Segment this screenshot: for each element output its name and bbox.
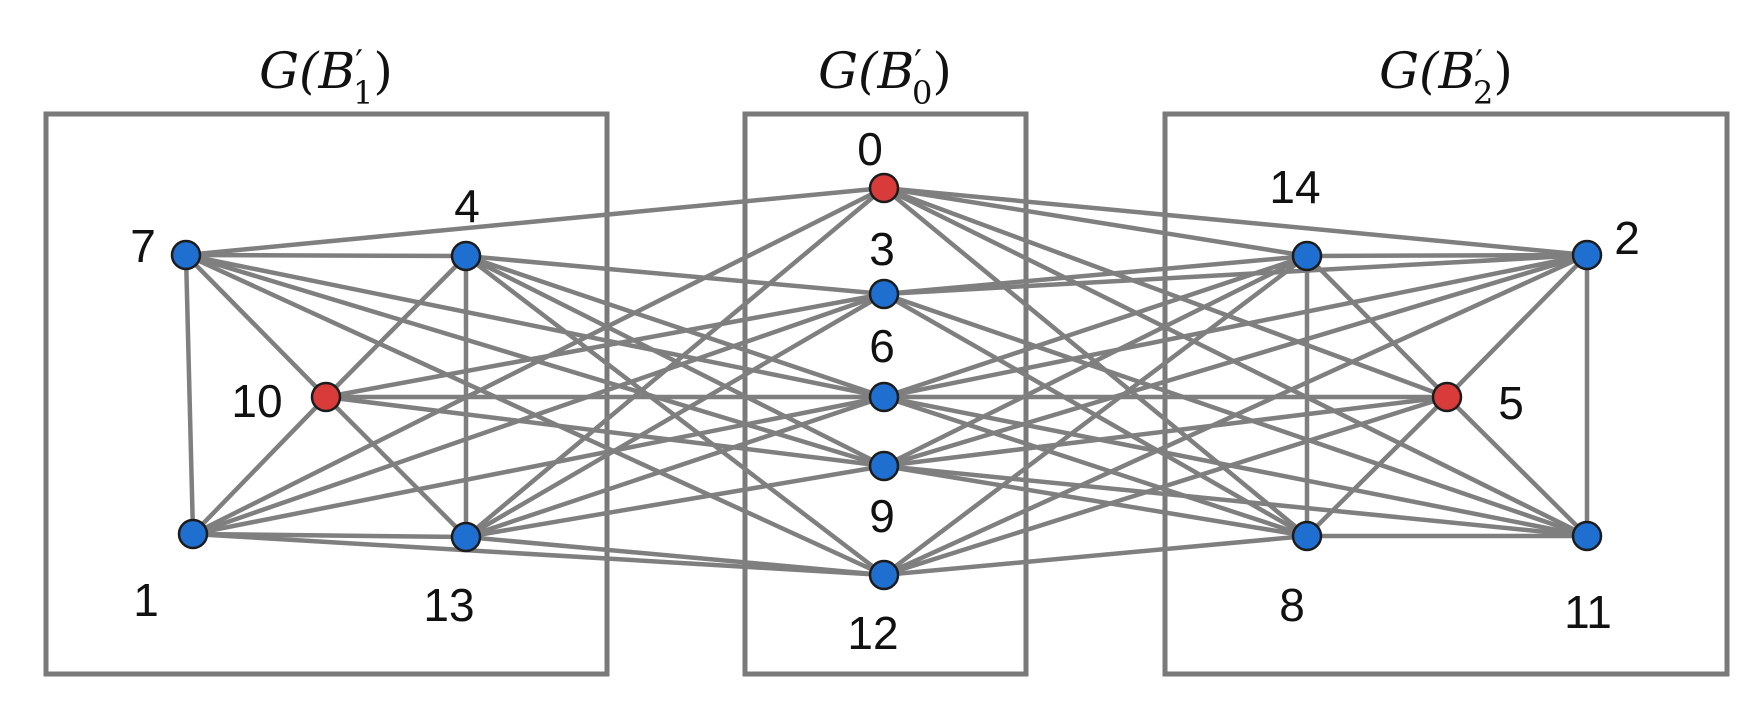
edge-14-2 [1304,252,1590,259]
node-11 [1571,520,1603,552]
node-5 [1431,381,1463,413]
node-label-4: 4 [454,180,480,232]
group-title-b0: G(B′0) [818,42,952,112]
node-label-13: 13 [423,579,474,631]
edge-7-0 [183,185,887,258]
node-label-8: 8 [1279,579,1305,631]
group-title-close: ) [373,42,393,100]
node-label-1: 1 [133,574,159,626]
group-title-close: ) [932,42,952,100]
edge-6-14 [881,253,1310,400]
edge-12-2 [881,252,1590,578]
group-title-prime: ′ [1475,43,1483,83]
edge-7-1 [183,252,196,537]
node-label-11: 11 [1564,586,1612,638]
edge-10-9 [323,394,887,469]
node-label-10: 10 [231,375,282,427]
group-box-b1 [43,111,610,677]
group-title-close: ) [1493,42,1513,100]
group-title-sub: 0 [912,74,932,112]
edge-14-5 [1304,253,1450,400]
group-title-base: G(B [259,42,355,100]
edges-layer [183,185,1590,578]
group-title-sub: 1 [353,74,373,112]
group-title-base: G(B [1379,42,1475,100]
edge-13-0 [463,185,887,540]
edge-2-5 [1444,252,1590,400]
edge-12-5 [881,394,1450,578]
edge-9-11 [881,463,1590,539]
edge-1-10 [190,394,329,537]
edge-6-11 [881,394,1590,539]
edge-4-10 [323,253,469,400]
group-title-prime: ′ [914,43,922,83]
edge-7-4 [183,252,469,259]
edge-4-6 [463,253,887,400]
edge-3-14 [881,253,1310,297]
edge-13-10 [323,394,469,540]
node-4 [450,240,482,272]
edge-1-12 [190,531,887,578]
edge-4-3 [463,253,887,297]
edge-13-6 [463,394,887,540]
node-10 [310,381,342,413]
edge-12-14 [881,253,1310,578]
node-label-3: 3 [869,223,895,275]
edge-1-6 [190,394,887,537]
node-14 [1291,240,1323,272]
edge-10-3 [323,291,887,400]
node-label-7: 7 [130,220,156,272]
edge-9-2 [881,252,1590,469]
group-title-sub: 2 [1473,74,1493,112]
node-9 [868,450,900,482]
group-title-b2: G(B′2) [1379,42,1513,112]
node-2 [1571,239,1603,271]
edge-9-5 [881,394,1450,469]
node-8 [1291,520,1323,552]
edge-13-12 [463,534,887,578]
node-label-14: 14 [1269,161,1320,213]
edge-1-0 [190,185,887,537]
node-labels-layer: 0 3 6 9 12 7 4 10 1 13 14 2 5 8 11 [130,123,1640,659]
node-label-5: 5 [1498,377,1524,429]
edge-1-3 [190,291,887,537]
edge-12-8 [881,533,1310,578]
edge-13-3 [463,291,887,540]
node-label-2: 2 [1614,212,1640,264]
node-7 [170,239,202,271]
group-title-prime: ′ [355,43,363,83]
edge-0-2 [881,185,1590,258]
edge-6-8 [881,394,1310,539]
edge-9-14 [881,253,1310,469]
node-0 [868,172,900,204]
edge-11-5 [1444,394,1590,539]
edge-6-2 [881,252,1590,400]
node-3 [868,278,900,310]
node-1 [177,518,209,550]
edge-0-14 [881,185,1310,259]
group-title-base: G(B [818,42,914,100]
edge-13-9 [463,463,887,540]
node-13 [450,521,482,553]
box-titles-layer: G(B′1)G(B′0)G(B′2) [259,42,1513,112]
group-box-b2 [1162,111,1730,677]
group-title-b1: G(B′1) [259,42,393,112]
node-label-6: 6 [869,320,895,372]
edge-9-8 [881,463,1310,539]
node-label-0: 0 [857,123,883,175]
node-label-9: 9 [869,490,895,542]
node-12 [868,559,900,591]
node-label-12: 12 [847,607,898,659]
edge-3-2 [881,252,1590,297]
node-6 [868,381,900,413]
edge-7-10 [183,252,329,400]
edge-8-5 [1304,394,1450,539]
edge-7-6 [183,252,887,400]
nodes-layer [170,172,1603,591]
